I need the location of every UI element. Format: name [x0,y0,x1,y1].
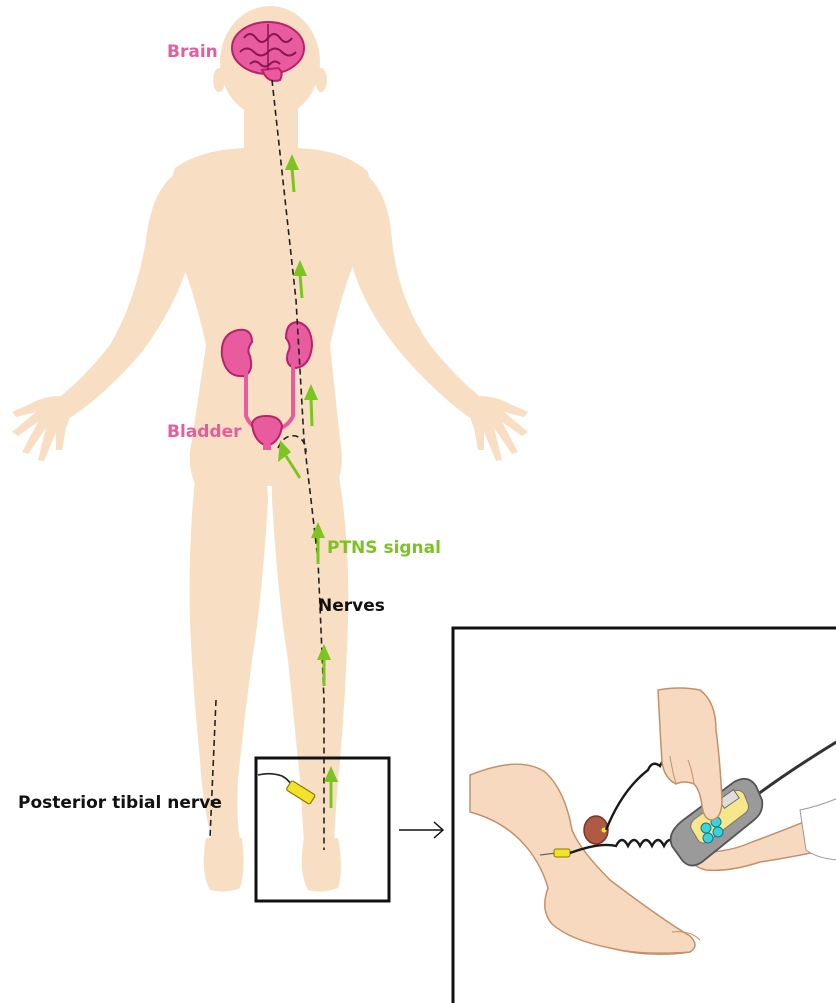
bladder-label: Bladder [167,424,242,441]
brain-label: Brain [167,44,218,61]
posterior-tibial-nerve-label: Posterior tibial nerve [18,795,222,812]
ptns-signal-label: PTNS signal [327,540,441,557]
arrow-right-icon [399,822,443,838]
nerves-label: Nerves [318,598,385,615]
